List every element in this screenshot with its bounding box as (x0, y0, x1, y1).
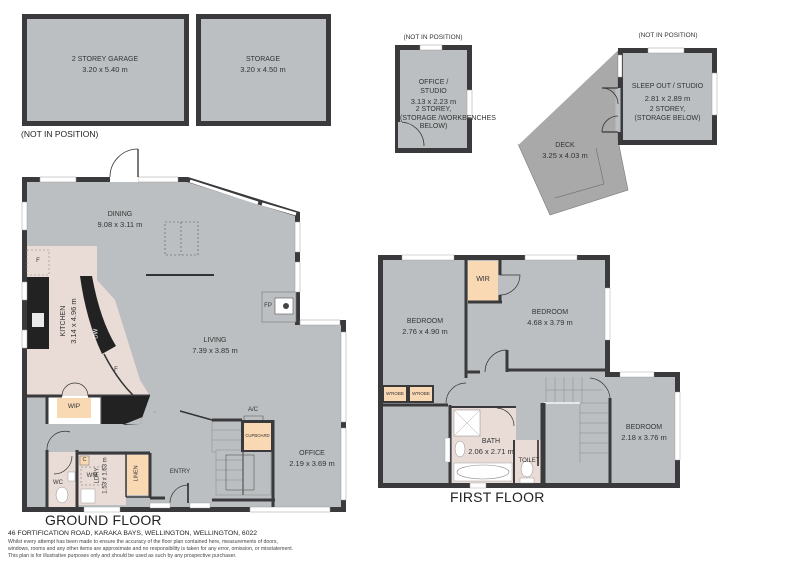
deck-label: DECK 3.25 x 4.03 m (530, 142, 600, 160)
disclaimer-line: windows, rooms and any other items are a… (8, 545, 294, 552)
room-name: BATH (481, 438, 501, 445)
wrobe1-label: W'ROBE (386, 391, 404, 396)
room-dimensions: 1.53 x 1.63 m (102, 457, 108, 494)
room-dimensions: 7.39 x 3.85 m (192, 345, 238, 355)
office-studio-shape (395, 44, 473, 153)
room-subnote: (STORAGE BELOW) (634, 114, 701, 122)
fireplace-label: FP (264, 303, 272, 309)
linen-label: LINEN (133, 465, 140, 482)
room-dimensions: 2.18 x 3.76 m (621, 432, 667, 442)
sleep-out-not-in-position-note: (NOT IN POSITION) (638, 32, 698, 39)
storage-shape (196, 14, 331, 126)
room-dimensions: 3.20 x 4.50 m (240, 64, 286, 74)
room-name: LIVING (203, 337, 227, 344)
room-dimensions: 3.14 x 4.96 m (68, 298, 78, 344)
office-label: OFFICE 2.19 x 3.69 m (282, 450, 342, 468)
garage-shape (22, 14, 189, 126)
deck-shape (517, 48, 629, 216)
sleep-out-label: SLEEP OUT / STUDIO 2.81 x 2.89 m 2 STORE… (623, 83, 712, 124)
fridge-label-2: F (114, 367, 118, 373)
c-label: C (82, 457, 87, 463)
office-studio-not-in-position-note: (NOT IN POSITION) (403, 34, 463, 41)
room-name: OFFICE (299, 450, 325, 457)
room-name: STORAGE (245, 56, 281, 63)
living-label: LIVING 7.39 x 3.85 m (175, 337, 255, 355)
room-subnote: 2 STOREY, (649, 106, 686, 114)
bath-label: BATH 2.06 x 2.71 m (466, 438, 516, 456)
room-name: DINING (107, 211, 133, 218)
first-floor-title: FIRST FLOOR (450, 489, 545, 505)
disclaimer: Whilst every attempt has been made to en… (8, 539, 408, 559)
ground-floor-title: GROUND FLOOR (45, 512, 162, 528)
wc-label: WC (53, 480, 63, 486)
room-name: SLEEP OUT / STUDIO (631, 83, 704, 90)
dishwasher-label: DW (93, 328, 100, 339)
bedroom2-label: BEDROOM 4.68 x 3.79 m (510, 309, 590, 327)
cupboard-label: CUPBOARD (245, 433, 270, 438)
disclaimer-line: This plan is for illustrative purposes o… (8, 552, 237, 559)
first-floor-shape (378, 254, 681, 489)
room-dimensions: 9.08 x 3.11 m (97, 219, 143, 229)
room-dimensions: 2.06 x 2.71 m (468, 446, 514, 456)
wm-label: WM (86, 473, 98, 479)
room-name-line2: STUDIO (420, 87, 447, 95)
room-name-line1: OFFICE / (418, 79, 449, 86)
wir-label: WIR (476, 276, 490, 283)
bedroom3-label: BEDROOM 2.18 x 3.76 m (612, 424, 676, 442)
entry-label: ENTRY (169, 469, 191, 475)
garage-label: 2 STOREY GARAGE 3.20 x 5.40 m (60, 56, 150, 74)
bedroom1-label: BEDROOM 2.76 x 4.90 m (385, 318, 465, 336)
room-name: BEDROOM (406, 318, 444, 325)
room-subnote: 2 STOREY, (415, 105, 452, 113)
room-name: BEDROOM (531, 309, 569, 316)
room-dimensions: 3.13 x 2.23 m (410, 96, 457, 106)
room-subnote: (STORAGE /WORKBENCHES (400, 114, 496, 122)
room-subnote: BELOW) (419, 123, 448, 131)
kitchen-label: KITCHEN 3.14 x 4.96 m (60, 286, 78, 356)
sleep-out-shape (601, 47, 718, 145)
garage-not-in-position-note: (NOT IN POSITION) (21, 129, 99, 139)
wrobe2-label: W'ROBE (412, 391, 430, 396)
dining-label: DINING 9.08 x 3.11 m (80, 211, 160, 229)
toilet-label: TOILET (518, 458, 540, 464)
fridge-label: F (36, 258, 40, 264)
room-name: 2 STOREY GARAGE (71, 56, 139, 63)
office-studio-label: OFFICE / STUDIO 3.13 x 2.23 m 2 STOREY, … (400, 79, 496, 132)
ac-label: A/C (247, 407, 258, 413)
room-dimensions: 2.81 x 2.89 m (644, 93, 691, 103)
room-dimensions: 2.76 x 4.90 m (402, 326, 448, 336)
room-dimensions: 3.20 x 5.40 m (82, 64, 128, 74)
room-name: KITCHEN (59, 305, 67, 337)
room-dimensions: 4.68 x 3.79 m (527, 317, 573, 327)
room-name: DECK (555, 142, 575, 149)
property-address: 46 FORTIFICATION ROAD, KARAKA BAYS, WELL… (8, 530, 258, 537)
room-dimensions: 2.19 x 3.69 m (289, 458, 335, 468)
storage-label: STORAGE 3.20 x 4.50 m (218, 56, 308, 74)
disclaimer-line: Whilst every attempt has been made to en… (8, 539, 278, 545)
room-name: BEDROOM (625, 424, 663, 431)
room-dimensions: 3.25 x 4.03 m (542, 150, 588, 160)
ground-floor-shape (21, 148, 347, 513)
wip-label: WIP (67, 403, 81, 410)
